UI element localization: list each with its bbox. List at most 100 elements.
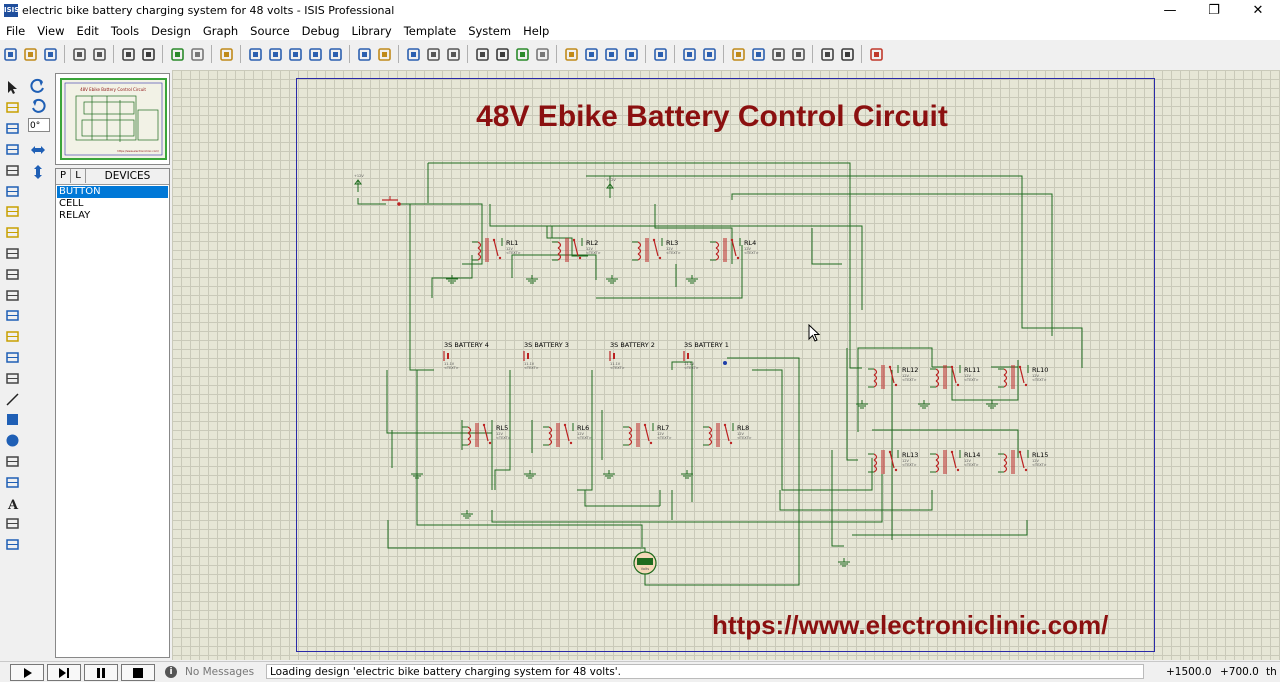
new-sheet-icon[interactable] [730, 46, 747, 63]
pause-button[interactable] [84, 664, 118, 681]
terminal-icon[interactable] [2, 224, 22, 242]
block-copy-icon[interactable] [474, 46, 491, 63]
remove-sheet-icon[interactable] [770, 46, 787, 63]
pan-icon[interactable] [247, 46, 264, 63]
close-button[interactable]: ✕ [1252, 3, 1264, 18]
stop-button[interactable] [121, 664, 155, 681]
export-icon[interactable] [91, 46, 108, 63]
undo-icon[interactable] [356, 46, 373, 63]
menu-file[interactable]: File [6, 24, 26, 38]
redo-icon[interactable] [376, 46, 393, 63]
mirror-vertical-icon[interactable] [30, 164, 46, 183]
bom-icon[interactable] [819, 46, 836, 63]
refresh-icon[interactable] [169, 46, 186, 63]
line-icon[interactable] [2, 390, 22, 408]
zoom-area-icon[interactable] [327, 46, 344, 63]
ares-icon[interactable] [868, 46, 885, 63]
mirror-horizontal-icon[interactable] [30, 142, 46, 161]
marker-icon[interactable] [2, 536, 22, 554]
play-button[interactable] [10, 664, 44, 681]
menu-view[interactable]: View [37, 24, 65, 38]
graph-icon[interactable] [2, 265, 22, 283]
relay-voltage: 12V [902, 459, 909, 463]
zoom-all-icon[interactable] [307, 46, 324, 63]
paste-icon[interactable] [445, 46, 462, 63]
minimize-button[interactable]: — [1163, 3, 1177, 18]
block-move-icon[interactable] [494, 46, 511, 63]
grid-icon[interactable] [189, 46, 206, 63]
cut-icon[interactable] [405, 46, 422, 63]
pick-devices-tab[interactable]: P [56, 169, 71, 183]
units-indicator[interactable]: th [1266, 666, 1277, 678]
wire-label-icon[interactable] [2, 140, 22, 158]
menu-library[interactable]: Library [351, 24, 392, 38]
menu-tools[interactable]: Tools [110, 24, 140, 38]
junction-icon[interactable] [2, 120, 22, 138]
rotate-clockwise-icon[interactable] [30, 78, 46, 97]
wire-autoroute-icon[interactable] [652, 46, 669, 63]
toolbar [0, 41, 1280, 67]
print-area-icon[interactable] [140, 46, 157, 63]
path-icon[interactable] [2, 473, 22, 491]
text-icon[interactable]: A [2, 494, 22, 512]
erc-icon[interactable] [839, 46, 856, 63]
decompose-icon[interactable] [623, 46, 640, 63]
menu-graph[interactable]: Graph [202, 24, 239, 38]
origin-icon[interactable] [218, 46, 235, 63]
import-icon[interactable] [71, 46, 88, 63]
symbol-icon[interactable] [2, 515, 22, 533]
menu-design[interactable]: Design [151, 24, 191, 38]
search-tag-icon[interactable] [681, 46, 698, 63]
print-icon[interactable] [120, 46, 137, 63]
info-icon[interactable]: i [165, 666, 177, 678]
pick-device-icon[interactable] [563, 46, 580, 63]
copy-icon[interactable] [425, 46, 442, 63]
add-sheet-icon[interactable] [750, 46, 767, 63]
menu-help[interactable]: Help [523, 24, 550, 38]
make-device-icon[interactable] [583, 46, 600, 63]
battery-voltage: 11.1V [524, 362, 535, 366]
overview-window[interactable]: 48V Ebike Battery Control Circuit https:… [55, 73, 170, 165]
menu-template[interactable]: Template [403, 24, 457, 38]
device-pin-icon[interactable] [2, 244, 22, 262]
bus-icon[interactable] [2, 182, 22, 200]
menu-edit[interactable]: Edit [76, 24, 99, 38]
save-icon[interactable] [42, 46, 59, 63]
tape-recorder-icon[interactable] [2, 286, 22, 304]
package-icon[interactable] [603, 46, 620, 63]
device-item-cell[interactable]: CELL [59, 198, 84, 209]
text-script-icon[interactable] [2, 161, 22, 179]
zoom-out-icon[interactable] [287, 46, 304, 63]
menu-debug[interactable]: Debug [301, 24, 340, 38]
overview-viewport[interactable]: 48V Ebike Battery Control Circuit https:… [60, 78, 167, 160]
generator-icon[interactable] [2, 307, 22, 325]
block-rotate-icon[interactable] [514, 46, 531, 63]
rotation-angle-input[interactable]: 0° [28, 118, 50, 132]
virtual-instrument-icon[interactable] [2, 369, 22, 387]
arc-icon[interactable] [2, 452, 22, 470]
step-button[interactable] [47, 664, 81, 681]
selection-icon[interactable] [2, 78, 22, 96]
messages-label[interactable]: No Messages [185, 666, 255, 678]
zoom-in-icon[interactable] [267, 46, 284, 63]
current-probe-icon[interactable] [2, 348, 22, 366]
component-icon[interactable] [2, 99, 22, 117]
menu-system[interactable]: System [468, 24, 512, 38]
voltage-probe-icon[interactable] [2, 328, 22, 346]
menu-source[interactable]: Source [250, 24, 290, 38]
property-tool-icon[interactable] [701, 46, 718, 63]
device-item-relay[interactable]: RELAY [59, 210, 91, 221]
new-file-icon[interactable] [2, 46, 19, 63]
rotate-anticlockwise-icon[interactable] [30, 98, 46, 117]
zoom-to-child-icon[interactable] [790, 46, 807, 63]
circle-icon[interactable] [2, 432, 22, 450]
maximize-button[interactable]: ❐ [1208, 3, 1220, 18]
device-item-button[interactable]: BUTTON [57, 186, 168, 198]
library-manager-tab[interactable]: L [71, 169, 86, 183]
open-folder-icon[interactable] [22, 46, 39, 63]
block-delete-icon[interactable] [534, 46, 551, 63]
box-icon[interactable] [2, 411, 22, 429]
subcircuit-icon[interactable] [2, 203, 22, 221]
